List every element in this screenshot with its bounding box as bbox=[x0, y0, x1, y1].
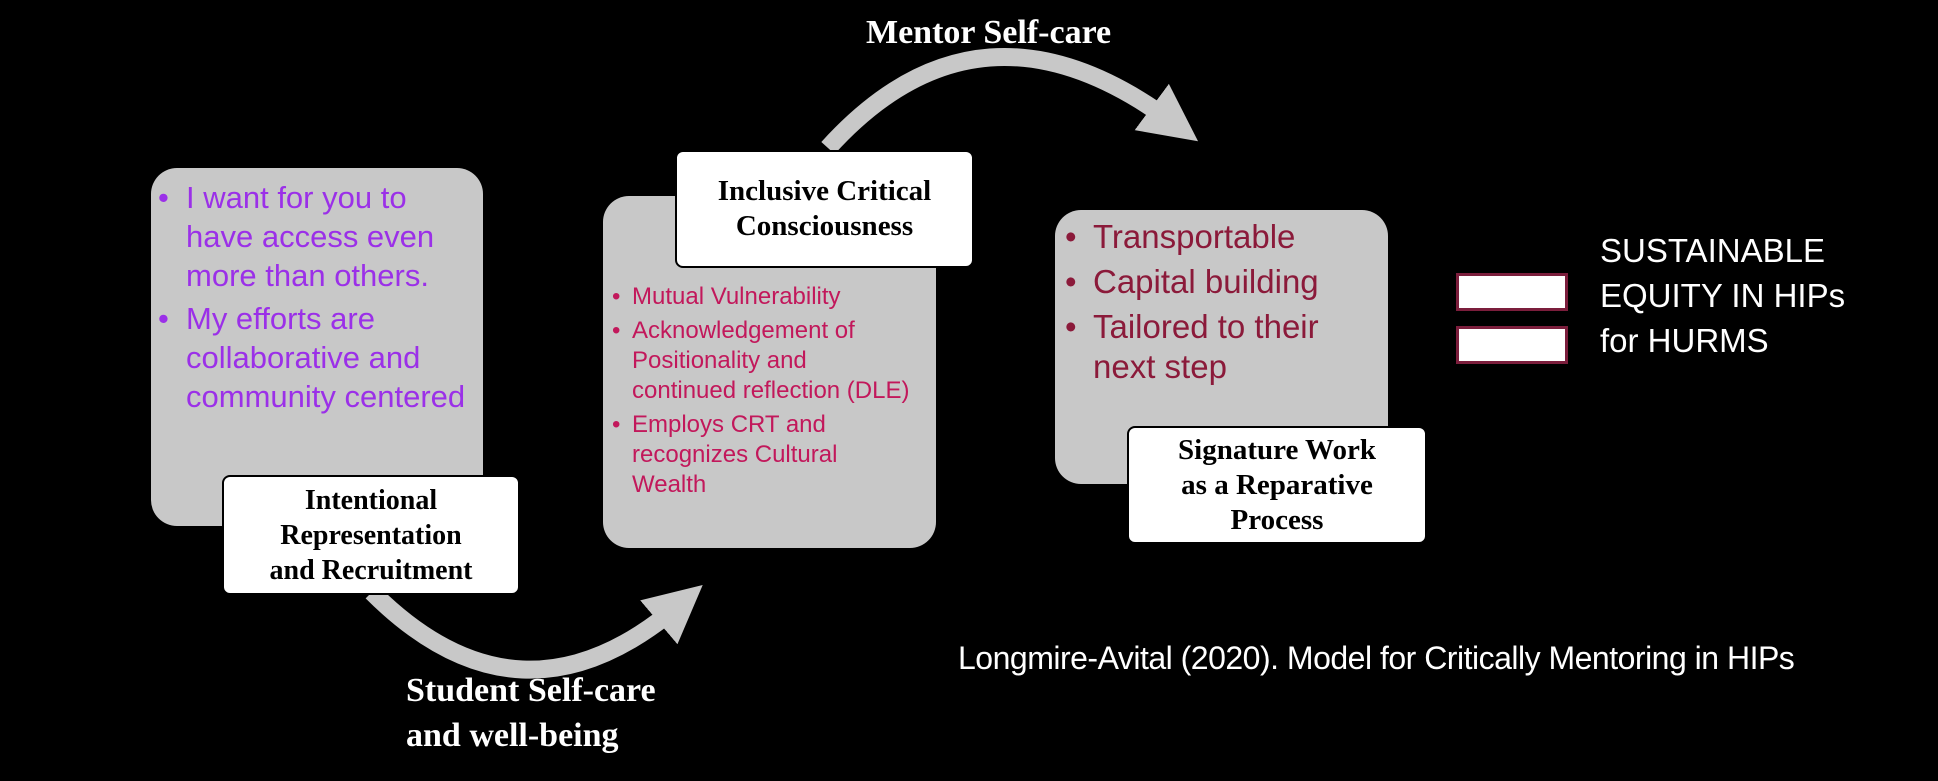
signature-work-title-line: as a Reparative bbox=[1181, 468, 1373, 501]
representation-title: Intentional Representation and Recruitme… bbox=[222, 475, 520, 595]
equals-bar-top bbox=[1456, 273, 1568, 311]
representation-list: I want for you to have access even more … bbox=[158, 178, 478, 416]
outcome-line: EQUITY IN HIPs bbox=[1600, 277, 1846, 314]
outcome-line: for HURMS bbox=[1600, 322, 1769, 359]
outcome-text: SUSTAINABLE EQUITY IN HIPs for HURMS bbox=[1600, 228, 1845, 363]
signature-work-title-line: Signature Work bbox=[1178, 433, 1376, 466]
representation-title-line: and Recruitment bbox=[269, 554, 473, 586]
mentor-self-care-arrow bbox=[821, 48, 1199, 155]
student-self-care-line: and well-being bbox=[406, 717, 619, 754]
critical-consciousness-title-line: Inclusive Critical bbox=[717, 175, 932, 207]
representation-title-line: Intentional bbox=[304, 484, 438, 516]
critical-consciousness-item: Acknowledgement of Positionality and con… bbox=[612, 316, 912, 406]
signature-work-title-line: Process bbox=[1230, 503, 1324, 536]
student-self-care-arrow bbox=[365, 585, 703, 679]
signature-work-list: Transportable Capital building Tailored … bbox=[1065, 217, 1365, 387]
representation-title-line: Representation bbox=[280, 519, 462, 551]
critical-consciousness-item: Employs CRT and recognizes Cultural Weal… bbox=[612, 410, 912, 500]
signature-work-item: Tailored to their next step bbox=[1065, 307, 1365, 387]
critical-consciousness-title: Inclusive Critical Consciousness bbox=[675, 150, 974, 268]
critical-consciousness-item: Mutual Vulnerability bbox=[612, 282, 912, 312]
student-self-care-line: Student Self-care bbox=[406, 672, 656, 709]
signature-work-item: Transportable bbox=[1065, 217, 1365, 257]
critical-consciousness-list: Mutual Vulnerability Acknowledgement of … bbox=[612, 282, 912, 500]
signature-work-title: Signature Work as a Reparative Process bbox=[1127, 426, 1427, 544]
citation: Longmire-Avital (2020). Model for Critic… bbox=[958, 640, 1795, 676]
mentor-self-care-label: Mentor Self-care bbox=[866, 14, 1112, 51]
representation-item: I want for you to have access even more … bbox=[158, 178, 478, 295]
signature-work-item: Capital building bbox=[1065, 262, 1365, 302]
student-self-care-label: Student Self-care and well-being bbox=[406, 668, 656, 758]
representation-item: My efforts are collaborative and communi… bbox=[158, 299, 478, 416]
outcome-line: SUSTAINABLE bbox=[1600, 232, 1825, 269]
critical-consciousness-title-line: Consciousness bbox=[735, 210, 914, 242]
equals-bar-bottom bbox=[1456, 326, 1568, 364]
